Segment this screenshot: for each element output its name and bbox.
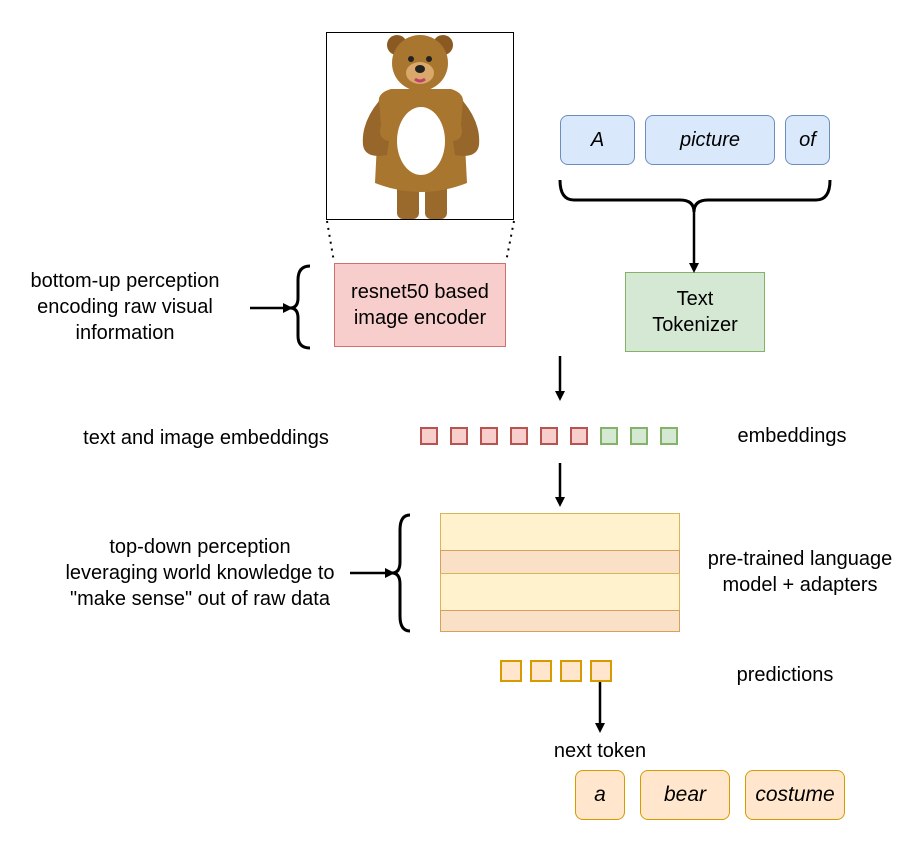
output-token: bear bbox=[640, 770, 730, 820]
output-token: a bbox=[575, 770, 625, 820]
predictions-label: predictions bbox=[736, 664, 834, 686]
bottom-up-label: bottom-up perception encoding raw visual… bbox=[10, 268, 240, 346]
embeddings-left-label: text and image embeddings bbox=[83, 427, 329, 449]
input-token: of bbox=[785, 115, 830, 165]
tokenizer-label-line1: Text bbox=[676, 288, 714, 310]
prediction-square bbox=[590, 660, 612, 682]
top-down-line2: leveraging world knowledge to bbox=[65, 562, 335, 584]
lm-label-line1: pre-trained language bbox=[707, 548, 893, 570]
text-embedding-square bbox=[630, 427, 648, 445]
top-down-brace bbox=[391, 513, 411, 633]
input-token-text: of bbox=[799, 129, 816, 151]
text-embedding-square bbox=[600, 427, 618, 445]
prediction-square bbox=[560, 660, 582, 682]
encoder-label-line1: resnet50 based bbox=[351, 281, 489, 303]
embeddings-right-label: embeddings bbox=[737, 425, 847, 447]
image-embedding-square bbox=[480, 427, 498, 445]
image-embedding-square bbox=[450, 427, 468, 445]
image-embedding-square bbox=[540, 427, 558, 445]
encoder-label-line2: image encoder bbox=[353, 307, 487, 329]
image-embedding-square bbox=[570, 427, 588, 445]
top-down-line1: top-down perception bbox=[109, 536, 291, 558]
output-token-text: bear bbox=[663, 783, 707, 806]
output-token: costume bbox=[745, 770, 845, 820]
input-token-text: picture bbox=[679, 129, 741, 151]
input-token: A bbox=[560, 115, 635, 165]
lm-label-line2: model + adapters bbox=[722, 574, 878, 596]
image-encoder-box: resnet50 based image encoder bbox=[334, 263, 506, 347]
bear-costume-illustration bbox=[362, 35, 480, 219]
top-down-line3: "make sense" out of raw data bbox=[70, 588, 330, 610]
prediction-square bbox=[500, 660, 522, 682]
image-embedding-square bbox=[510, 427, 528, 445]
input-token-text: A bbox=[590, 129, 605, 151]
bear-costume-image bbox=[326, 32, 514, 220]
next-token-label: next token bbox=[553, 740, 647, 762]
text-tokenizer-box: Text Tokenizer bbox=[625, 272, 765, 352]
dotted-projection-line bbox=[505, 220, 515, 263]
tokenizer-label-line2: Tokenizer bbox=[652, 314, 738, 336]
image-embedding-square bbox=[420, 427, 438, 445]
input-token: picture bbox=[645, 115, 775, 165]
bottom-up-line2: encoding raw visual bbox=[37, 296, 213, 318]
language-model-label: pre-trained language model + adapters bbox=[690, 546, 910, 598]
bottom-up-line3: information bbox=[75, 322, 175, 344]
dotted-projection-line bbox=[326, 220, 335, 263]
lm-adapter bbox=[440, 610, 680, 632]
bottom-up-brace bbox=[289, 264, 311, 350]
output-token-text: a bbox=[594, 783, 606, 806]
text-embedding-square bbox=[660, 427, 678, 445]
bottom-up-line1: bottom-up perception bbox=[30, 270, 220, 292]
token-brace bbox=[558, 179, 832, 213]
prediction-square bbox=[530, 660, 552, 682]
output-token-text: costume bbox=[755, 783, 835, 806]
top-down-label: top-down perception leveraging world kno… bbox=[42, 534, 358, 612]
